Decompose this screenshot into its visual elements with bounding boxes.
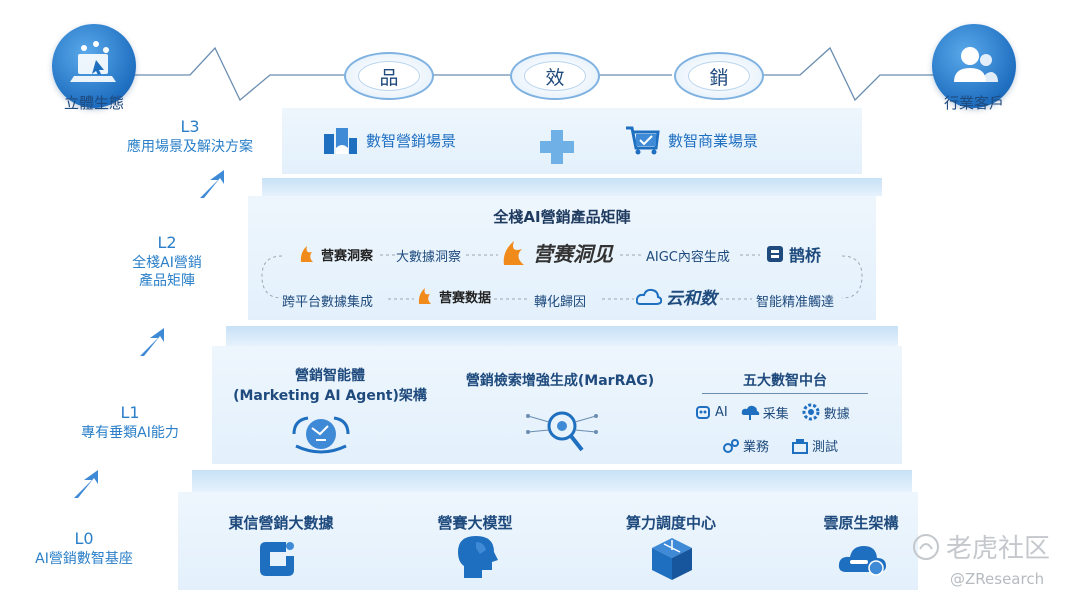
- search-network-icon: [526, 411, 598, 452]
- platforms-row1: AI 采集 數據: [694, 402, 850, 422]
- arrow-attribution: 轉化歸因: [534, 295, 587, 310]
- platform-data: 數據: [801, 402, 850, 422]
- flame-logo-icon: [503, 240, 524, 265]
- compute-cube-icon: [652, 538, 692, 580]
- level-l0-title: AI營銷數智基座: [35, 550, 133, 567]
- oval-xiao-text: 效: [524, 61, 586, 91]
- oval-xiao: 效: [510, 52, 600, 100]
- cloud-native-icon: [838, 546, 886, 576]
- ai-brain-head-icon: [458, 536, 498, 578]
- product-jianjian: 营赛洞见: [500, 238, 613, 267]
- bigdata-icon: [260, 542, 294, 576]
- level-l0: L0 AI營銷數智基座: [4, 528, 164, 568]
- arrow-up-icon: [200, 170, 224, 198]
- ai-head-icon: [292, 416, 350, 454]
- level-l2: L2 全棧AI營銷 產品矩陣: [92, 232, 242, 291]
- tier0-box: [178, 492, 918, 590]
- product-yunheshu-text: 云和数: [666, 289, 717, 309]
- platform-collect: 采集: [740, 403, 789, 422]
- arrow-crossplatform: 跨平台數據集成: [282, 295, 374, 310]
- test-icon: [792, 438, 809, 454]
- tier1-step: [226, 326, 898, 346]
- platform-ai: AI: [694, 403, 728, 421]
- marketing-scene-text: 數智營銷場景: [366, 131, 457, 150]
- platform-data-text: 數據: [823, 406, 850, 422]
- platform-business-text: 業務: [743, 440, 770, 455]
- base-cloud-label: 雲原生架構: [823, 514, 899, 532]
- platform-test: 測試: [791, 436, 838, 455]
- level-l2-line1: 全棧AI營銷: [132, 254, 202, 271]
- flame-logo-icon: [418, 288, 431, 304]
- product-insight-text: 营赛洞察: [321, 248, 374, 264]
- business-scene: 數智商業場景: [624, 124, 758, 156]
- product-jianjian-text: 营赛洞见: [533, 242, 613, 266]
- customers-label: 行業客戶: [943, 94, 1004, 112]
- agent-line1: 營銷智能體: [295, 368, 365, 384]
- level-l3-title: 應用場景及解決方案: [127, 138, 253, 155]
- ecosystem-label: 立體生態: [63, 94, 124, 112]
- platform-collect-text: 采集: [762, 406, 789, 422]
- oval-xiao2-text: 銷: [688, 61, 750, 91]
- building-icon: [324, 128, 357, 154]
- plus-icon: [540, 130, 574, 164]
- zigzag-line: [120, 46, 955, 102]
- agent-line2: (Marketing AI Agent)架構: [233, 388, 427, 405]
- ecosystem-icon: [70, 41, 116, 82]
- users-icon: [954, 47, 998, 82]
- tier0-step: [192, 470, 912, 492]
- product-queqiao: 鹊桥: [766, 242, 821, 266]
- flame-logo-icon: [300, 246, 313, 262]
- product-insight: 营赛洞察: [298, 244, 373, 264]
- cart-icon: [626, 126, 660, 155]
- ai-robot-icon: [696, 406, 710, 419]
- level-l2-num: L2: [157, 233, 177, 252]
- level-l3: L3 應用場景及解決方案: [100, 116, 280, 156]
- level-l3-num: L3: [180, 117, 200, 136]
- oval-pin-text: 品: [358, 61, 420, 91]
- gear-data-icon: [802, 403, 820, 421]
- platforms-title: 五大數智中台: [702, 370, 868, 394]
- level-l0-num: L0: [74, 529, 94, 548]
- oval-xiao2: 銷: [674, 52, 764, 100]
- tiger-logo-icon: [913, 533, 939, 560]
- customers-circle: [932, 24, 1016, 108]
- level-l1-num: L1: [120, 403, 140, 422]
- watermark-logo: 老虎社区: [912, 528, 1050, 565]
- tier2-step: [262, 178, 882, 196]
- cloud-logo-icon: [636, 288, 662, 305]
- rag-title: 營銷檢索增強生成(MarRAG): [465, 373, 655, 389]
- platform-ai-text: AI: [715, 404, 728, 420]
- base-model-label: 營賽大模型: [437, 514, 513, 532]
- platform-test-text: 測試: [812, 440, 839, 455]
- agent-block: 營銷智能體 (Marketing AI Agent)架構: [220, 366, 440, 407]
- arrow-up-icon: [74, 470, 98, 498]
- watermark-logo-text: 老虎社区: [946, 534, 1051, 564]
- product-data: 营赛数据: [416, 286, 491, 306]
- level-l2-line2: 產品矩陣: [139, 273, 195, 290]
- platform-business: 業務: [722, 436, 769, 455]
- ecosystem-circle: [52, 24, 136, 108]
- cloud-collect-icon: [741, 405, 759, 420]
- product-data-text: 营赛数据: [439, 290, 492, 306]
- arrow-aigc: AIGC內容生成: [646, 250, 730, 265]
- product-yunheshu: 云和数: [636, 284, 717, 309]
- marketing-scene: 數智營銷場景: [322, 124, 456, 156]
- arrow-precise: 智能精准觸達: [756, 295, 835, 310]
- base-bigdata-label: 東信營銷大數據: [228, 514, 334, 532]
- base-compute-label: 算力調度中心: [625, 514, 716, 532]
- flow-loop: [261, 254, 863, 300]
- product-queqiao-text: 鹊桥: [789, 246, 822, 265]
- oval-pin: 品: [344, 52, 434, 100]
- arrow-up-icon: [140, 328, 164, 356]
- gears-icon: [723, 438, 739, 453]
- business-scene-text: 數智商業場景: [668, 131, 759, 150]
- bridge-logo-icon: [767, 246, 783, 262]
- level-l1-title: 專有垂類AI能力: [81, 424, 179, 441]
- watermark-handle: @ZResearch: [950, 570, 1045, 588]
- level-l1: L1 專有垂類AI能力: [50, 402, 210, 442]
- tier2-title: 全棧AI營銷產品矩陣: [493, 208, 631, 226]
- arrow-bigdata: 大數據洞察: [396, 250, 462, 265]
- platforms-row2: 業務 測試: [722, 436, 838, 455]
